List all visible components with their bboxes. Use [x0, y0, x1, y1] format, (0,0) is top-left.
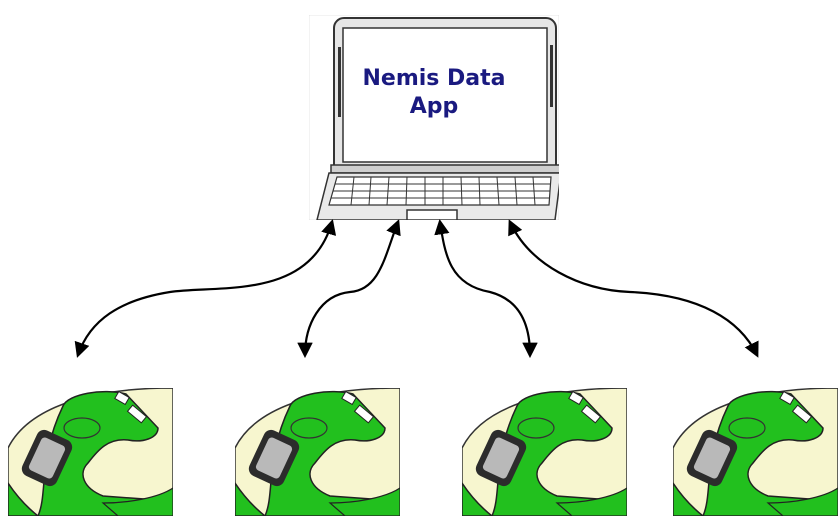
arrow-device-1: [74, 219, 337, 358]
device-1: [8, 388, 173, 516]
laptop: Nemis Data App: [309, 15, 559, 220]
arrow-device-3: [434, 218, 538, 359]
device-4: [673, 388, 838, 516]
laptop-icon: [309, 15, 559, 220]
arrow-device-4: [508, 219, 759, 358]
meter-device-icon: [462, 388, 627, 516]
device-2: [235, 388, 400, 516]
meter-device-icon: [235, 388, 400, 516]
arrow-device-2: [297, 219, 401, 359]
device-3: [462, 388, 627, 516]
screen-title: Nemis Data App: [362, 66, 506, 119]
meter-device-icon: [673, 388, 838, 516]
meter-device-icon: [8, 388, 173, 516]
